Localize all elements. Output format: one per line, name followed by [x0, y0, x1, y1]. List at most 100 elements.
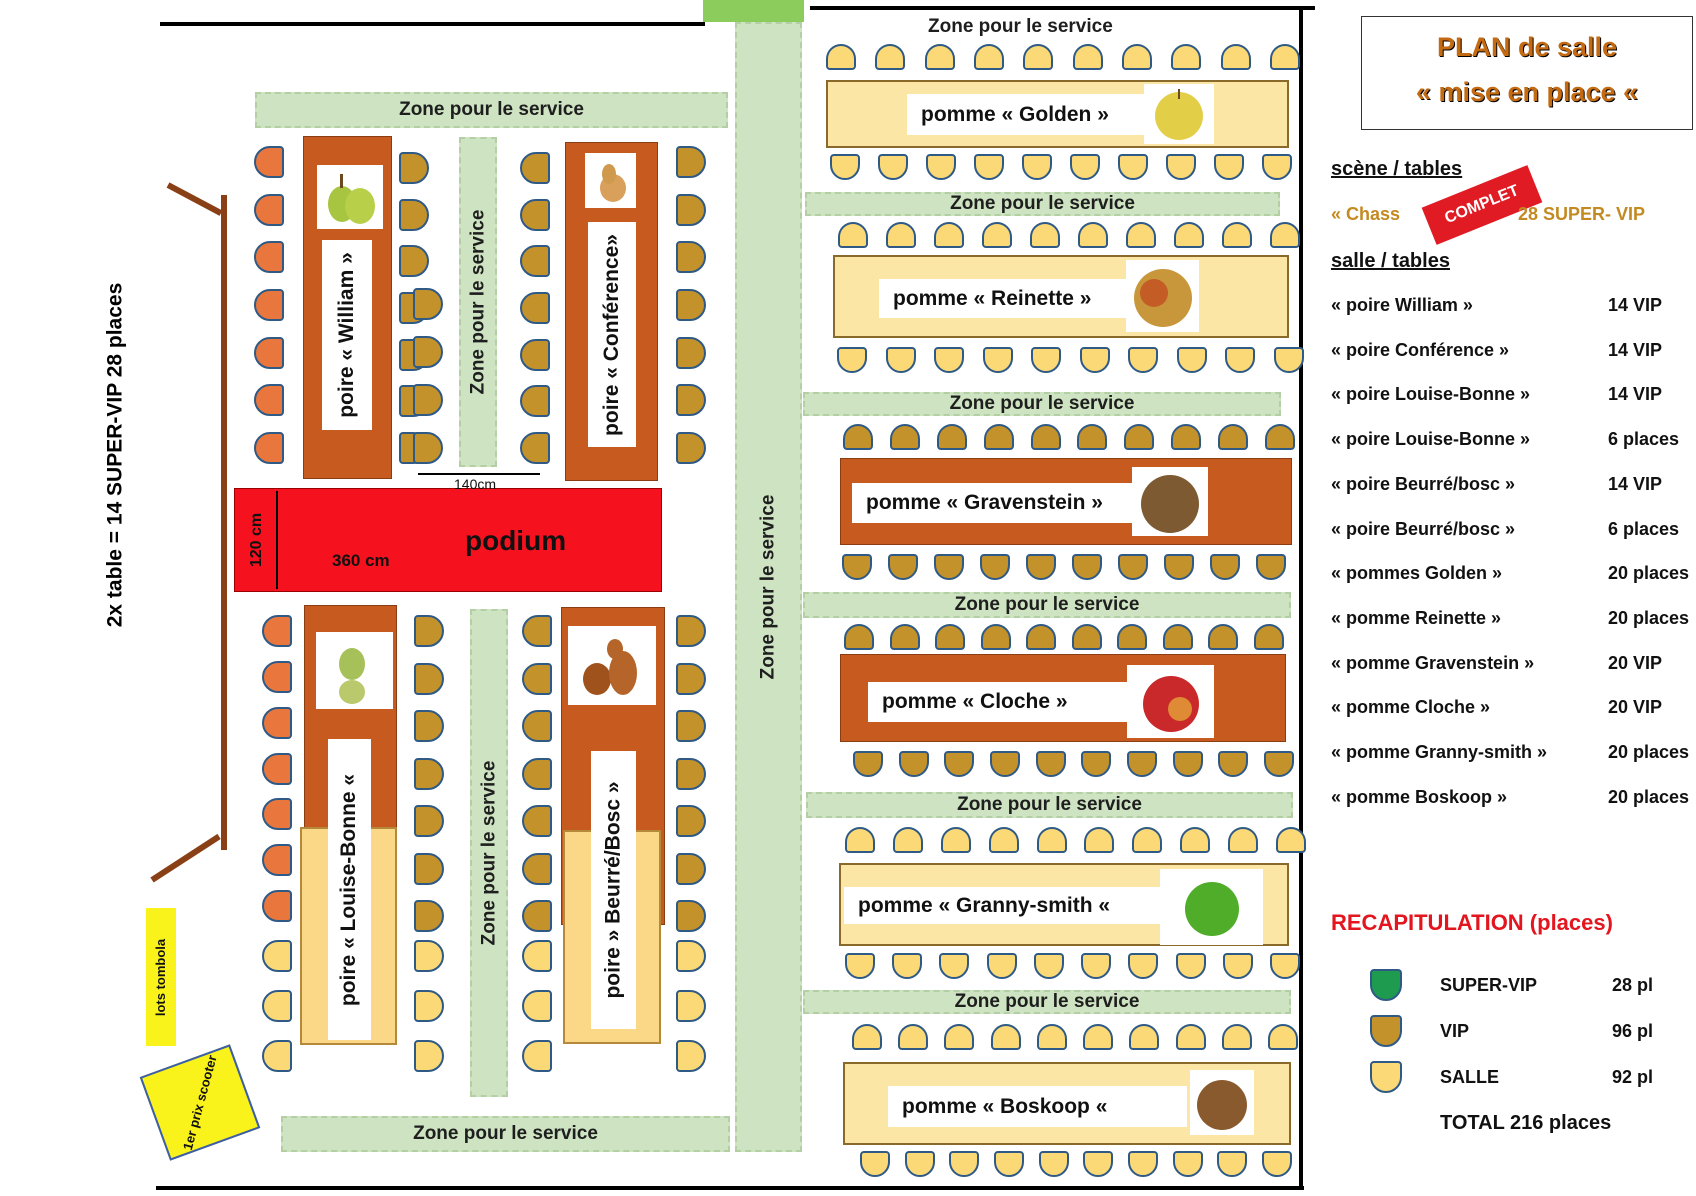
seat[interactable]	[949, 1151, 979, 1177]
seat[interactable]	[414, 900, 444, 932]
seat[interactable]	[826, 44, 856, 70]
seat[interactable]	[1128, 1151, 1158, 1177]
seat[interactable]	[1126, 222, 1156, 248]
seat[interactable]	[254, 384, 284, 416]
seat[interactable]	[1176, 1024, 1206, 1050]
seat[interactable]	[520, 152, 550, 184]
seat[interactable]	[522, 805, 552, 837]
seat[interactable]	[1173, 1151, 1203, 1177]
seat[interactable]	[886, 222, 916, 248]
seat[interactable]	[1221, 44, 1251, 70]
seat[interactable]	[1174, 222, 1204, 248]
seat[interactable]	[262, 707, 292, 739]
seat[interactable]	[1265, 424, 1295, 450]
seat[interactable]	[676, 758, 706, 790]
seat[interactable]	[878, 154, 908, 180]
seat[interactable]	[522, 615, 552, 647]
seat[interactable]	[1262, 1151, 1292, 1177]
seat[interactable]	[254, 289, 284, 321]
seat[interactable]	[414, 615, 444, 647]
seat[interactable]	[1122, 44, 1152, 70]
seat[interactable]	[1254, 624, 1284, 650]
seat[interactable]	[1118, 554, 1148, 580]
seat[interactable]	[1037, 1024, 1067, 1050]
seat[interactable]	[990, 751, 1020, 777]
seat[interactable]	[1177, 347, 1207, 373]
seat[interactable]	[944, 1024, 974, 1050]
seat[interactable]	[676, 194, 706, 226]
seat[interactable]	[522, 663, 552, 695]
seat[interactable]	[1077, 424, 1107, 450]
seat[interactable]	[1030, 222, 1060, 248]
seat[interactable]	[1127, 751, 1157, 777]
seat[interactable]	[254, 337, 284, 369]
seat[interactable]	[830, 154, 860, 180]
seat[interactable]	[1072, 554, 1102, 580]
seat[interactable]	[934, 347, 964, 373]
seat[interactable]	[1171, 44, 1201, 70]
seat[interactable]	[1264, 751, 1294, 777]
seat[interactable]	[414, 710, 444, 742]
seat[interactable]	[1080, 347, 1110, 373]
seat[interactable]	[991, 1024, 1021, 1050]
seat[interactable]	[1180, 827, 1210, 853]
seat[interactable]	[262, 798, 292, 830]
seat[interactable]	[890, 424, 920, 450]
seat[interactable]	[987, 953, 1017, 979]
seat[interactable]	[522, 710, 552, 742]
seat[interactable]	[842, 554, 872, 580]
seat[interactable]	[1225, 347, 1255, 373]
seat[interactable]	[994, 1151, 1024, 1177]
seat[interactable]	[262, 990, 292, 1022]
seat[interactable]	[1031, 424, 1061, 450]
seat[interactable]	[939, 953, 969, 979]
seat[interactable]	[254, 241, 284, 273]
seat[interactable]	[1268, 1024, 1298, 1050]
seat[interactable]	[676, 337, 706, 369]
seat[interactable]	[974, 44, 1004, 70]
seat[interactable]	[1078, 222, 1108, 248]
seat[interactable]	[980, 554, 1010, 580]
seat[interactable]	[984, 424, 1014, 450]
seat[interactable]	[254, 194, 284, 226]
seat[interactable]	[1083, 1024, 1113, 1050]
seat[interactable]	[1073, 44, 1103, 70]
seat[interactable]	[399, 199, 429, 231]
seat[interactable]	[520, 339, 550, 371]
seat[interactable]	[983, 347, 1013, 373]
seat[interactable]	[254, 146, 284, 178]
seat[interactable]	[893, 827, 923, 853]
seat[interactable]	[520, 245, 550, 277]
seat[interactable]	[1256, 554, 1286, 580]
seat[interactable]	[414, 758, 444, 790]
seat[interactable]	[1208, 624, 1238, 650]
seat[interactable]	[1228, 827, 1258, 853]
seat[interactable]	[414, 990, 444, 1022]
seat[interactable]	[414, 1040, 444, 1072]
seat[interactable]	[1217, 1151, 1247, 1177]
seat[interactable]	[860, 1151, 890, 1177]
seat[interactable]	[1128, 953, 1158, 979]
seat[interactable]	[1084, 827, 1114, 853]
seat[interactable]	[676, 615, 706, 647]
seat[interactable]	[941, 827, 971, 853]
seat[interactable]	[1129, 1024, 1159, 1050]
seat[interactable]	[520, 432, 550, 464]
seat[interactable]	[1214, 154, 1244, 180]
seat[interactable]	[1072, 624, 1102, 650]
seat[interactable]	[1218, 424, 1248, 450]
seat[interactable]	[522, 990, 552, 1022]
seat[interactable]	[1163, 624, 1193, 650]
seat[interactable]	[1039, 1151, 1069, 1177]
seat[interactable]	[399, 245, 429, 277]
seat[interactable]	[1034, 953, 1064, 979]
seat[interactable]	[934, 554, 964, 580]
seat[interactable]	[676, 241, 706, 273]
seat[interactable]	[676, 663, 706, 695]
seat[interactable]	[254, 432, 284, 464]
seat[interactable]	[1117, 624, 1147, 650]
seat[interactable]	[1081, 953, 1111, 979]
seat[interactable]	[676, 384, 706, 416]
seat[interactable]	[1037, 827, 1067, 853]
seat[interactable]	[1218, 751, 1248, 777]
